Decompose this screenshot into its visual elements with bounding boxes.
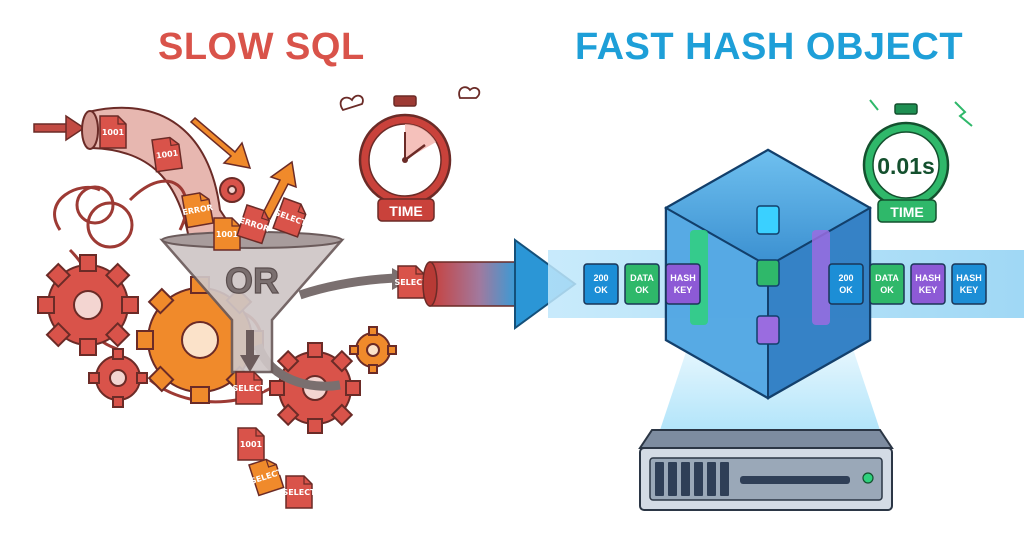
document-icon: ERROR [181,192,215,229]
time-badge [377,198,435,222]
cube-slot [756,205,780,235]
data-chip: HASH KEY [910,263,946,305]
chip-label-top: DATA [630,273,654,283]
fast-hash-illustration: 200OKDATAOKHASHKEY200OKDATAOKHASHKEYHASH… [548,99,1024,511]
slow-sql-illustration: OR TIME 10011001ERROR1001ERRORSELECTSELE… [33,86,481,509]
gear-icon [349,326,397,374]
server-vent [740,476,850,484]
chip-label-top: HASH [956,273,982,283]
arrow-up-icon [260,160,297,221]
chip-label-bottom: OK [880,285,894,295]
document-label: 1001 [156,148,180,160]
chip-label-bottom: KEY [919,285,938,295]
document-icon: 1001 [237,427,265,461]
slow-sql-title: SLOW SQL [158,26,365,68]
data-chip: HASH KEY [665,263,701,305]
spark-icon [869,99,973,127]
chip-label-top: 200 [593,273,608,283]
status-light [862,472,874,484]
cube-slot [812,230,830,325]
document-icon: SELECT [282,475,316,509]
slow-timer: TIME [339,86,481,222]
data-chip: HASH KEY [951,263,987,305]
beam-shaft [429,261,521,307]
chip-label-top: DATA [875,273,899,283]
time-badge-label: TIME [890,204,923,220]
chip-label-bottom: KEY [960,285,979,295]
drive-bays [655,462,729,496]
document-label: SELECT [394,278,428,287]
chip-label-top: HASH [670,273,696,283]
gear-icon [88,348,148,408]
time-badge-label: TIME [389,203,422,219]
data-chip: DATA OK [869,263,905,305]
document-label: SELECT [232,384,266,393]
cube-slot [756,315,780,345]
document-icon: 1001 [213,217,241,251]
document-icon: 1001 [99,115,127,149]
document-icon: SELECT [248,458,285,497]
document-icon: SELECT [232,371,266,405]
pipe-opening [81,110,99,150]
data-chips: 200OKDATAOKHASHKEY200OKDATAOKHASHKEYHASH… [583,263,987,305]
arrow-right-icon [514,238,577,330]
document-icon: ERROR [236,204,270,245]
time-badge [877,199,937,223]
document-icon: 1001 [151,136,184,173]
fast-timer-value: 0.01s [877,153,935,179]
fast-timer: 0.01s TIME [862,99,973,223]
chip-label-bottom: OK [594,285,608,295]
document-label: 1001 [216,230,239,239]
chip-label-top: HASH [915,273,941,283]
chip-label-top: 200 [838,273,853,283]
server [638,429,894,511]
data-chip: DATA OK [624,263,660,305]
query-flow-beam [422,238,577,330]
chaos-arrows [189,116,297,221]
hash-cube [663,148,873,400]
chip-label-bottom: OK [635,285,649,295]
chip-label-bottom: OK [839,285,853,295]
chip-label-bottom: KEY [674,285,693,295]
gear-icon [37,254,139,356]
steam-icon [339,86,481,112]
arrow-down-icon [240,355,260,372]
fast-hash-object-title: FAST HASH OBJECT [575,26,964,68]
document-label: 1001 [102,128,125,137]
gear-icon [219,177,245,203]
document-label: SELECT [282,488,316,497]
document-label: 1001 [240,440,263,449]
document-icon: SELECT [272,197,308,238]
arrow-down-right-icon [189,116,252,169]
input-arrow [33,114,86,142]
funnel-text: OR [225,260,279,301]
cube-slot [756,259,780,287]
